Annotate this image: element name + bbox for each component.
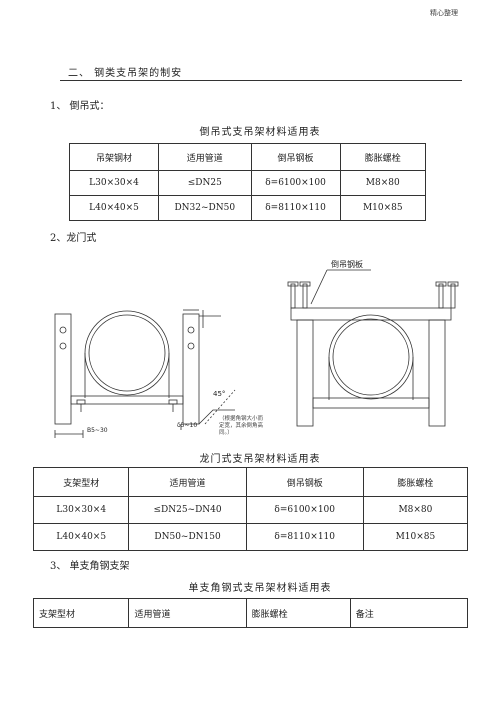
table-header-cell: 膨胀螺栓 bbox=[245, 598, 351, 628]
table-cell: DN50~DN150 bbox=[128, 523, 247, 551]
table-row: L30×30×4 ≤DN25~DN40 δ=6100×100 M8×80 bbox=[32, 496, 469, 524]
note-line: （根据角钢大小而 bbox=[219, 414, 264, 422]
bottom-beam bbox=[70, 395, 184, 405]
left-post bbox=[54, 313, 72, 425]
table-cell: δ=6100×100 bbox=[245, 496, 364, 524]
table-cell: M8×80 bbox=[362, 496, 469, 524]
table-cell: δ=6100×100 bbox=[250, 170, 341, 196]
note-line: 定宽，其余倒角高 bbox=[219, 421, 264, 429]
thickness-label: δ5~10 bbox=[177, 422, 197, 429]
right-right-post bbox=[428, 319, 446, 427]
table-header-cell: 倒吊钢板 bbox=[245, 467, 364, 497]
table1-caption: 倒吊式支吊架材料适用表 bbox=[199, 127, 321, 138]
table-header-cell: 支架型材 bbox=[32, 467, 130, 497]
table-header-row: 支架型材 适用管道 倒吊钢板 膨胀螺栓 bbox=[32, 467, 469, 497]
table-cell: L30×30×4 bbox=[32, 496, 130, 524]
item3-heading: 3、 单支角钢支架 bbox=[50, 561, 130, 572]
dimension-label: B5~30 bbox=[87, 427, 108, 434]
table-header-row: 吊架钢材 适用管道 倒吊钢板 膨胀螺栓 bbox=[69, 143, 427, 171]
pipe-inner bbox=[88, 314, 166, 392]
table-cell: M8×80 bbox=[339, 170, 427, 196]
right-left-post bbox=[296, 319, 314, 427]
table-header-cell: 倒吊钢板 bbox=[250, 143, 341, 171]
table-header-cell: 适用管道 bbox=[158, 143, 252, 171]
top-plate bbox=[290, 307, 452, 321]
item1-heading: 1、 倒吊式： bbox=[50, 101, 110, 112]
table-cell: DN32~DN50 bbox=[158, 195, 252, 221]
table-header-cell: 适用管道 bbox=[128, 598, 247, 628]
table-header-cell: 膨胀螺栓 bbox=[339, 143, 427, 171]
table-row: L30×30×4 ≤DN25 δ=6100×100 M8×80 bbox=[69, 170, 427, 196]
right-post bbox=[182, 313, 200, 425]
page-header-note: 精心整理 bbox=[430, 9, 458, 17]
table3: 支架型材 适用管道 膨胀螺栓 备注 bbox=[32, 598, 469, 628]
table-cell: δ=8110×110 bbox=[245, 523, 364, 551]
table-cell: L40×40×5 bbox=[32, 523, 130, 551]
right-beam bbox=[312, 397, 430, 409]
table1: 吊架钢材 适用管道 倒吊钢板 膨胀螺栓 L30×30×4 ≤DN25 δ=610… bbox=[69, 143, 427, 221]
table-header-cell: 吊架钢材 bbox=[69, 143, 159, 171]
table2: 支架型材 适用管道 倒吊钢板 膨胀螺栓 L30×30×4 ≤DN25~DN40 … bbox=[32, 467, 469, 551]
table-header-cell: 膨胀螺栓 bbox=[362, 467, 469, 497]
table-header-row: 支架型材 适用管道 膨胀螺栓 备注 bbox=[32, 598, 469, 628]
table3-caption: 单支角钢式支吊架材料适用表 bbox=[188, 583, 332, 594]
table-header-cell: 支架型材 bbox=[32, 598, 130, 628]
table-header-cell: 适用管道 bbox=[128, 467, 247, 497]
plate-label: 倒吊钢板 bbox=[331, 259, 363, 269]
pipe-outer bbox=[84, 310, 170, 396]
table-cell: M10×85 bbox=[362, 523, 469, 551]
note-line: 同。） bbox=[219, 429, 233, 436]
table-cell: M10×85 bbox=[339, 195, 427, 221]
table-cell: ≤DN25 bbox=[158, 170, 252, 196]
table-row: L40×40×5 DN32~DN50 δ=8110×110 M10×85 bbox=[69, 195, 427, 221]
table-cell: δ=8110×110 bbox=[250, 195, 341, 221]
table2-caption: 龙门式支吊架材料适用表 bbox=[199, 454, 321, 465]
table-cell: L40×40×5 bbox=[69, 195, 159, 221]
table-cell: L30×30×4 bbox=[69, 170, 159, 196]
section-divider bbox=[60, 80, 462, 81]
table-row: L40×40×5 DN50~DN150 δ=8110×110 M10×85 bbox=[32, 523, 469, 551]
angle-label: 45° bbox=[213, 390, 225, 398]
gantry-support-drawing: 倒吊钢板 45° B5~30 δ5~10 （根据角钢大小而 定宽，其余倒角高 同… bbox=[54, 259, 459, 438]
table-header-cell: 备注 bbox=[349, 598, 469, 628]
section-title: 二、 钢类支吊架的制安 bbox=[68, 68, 183, 79]
item2-heading: 2、龙门式 bbox=[50, 233, 97, 244]
table-cell: ≤DN25~DN40 bbox=[128, 496, 247, 524]
